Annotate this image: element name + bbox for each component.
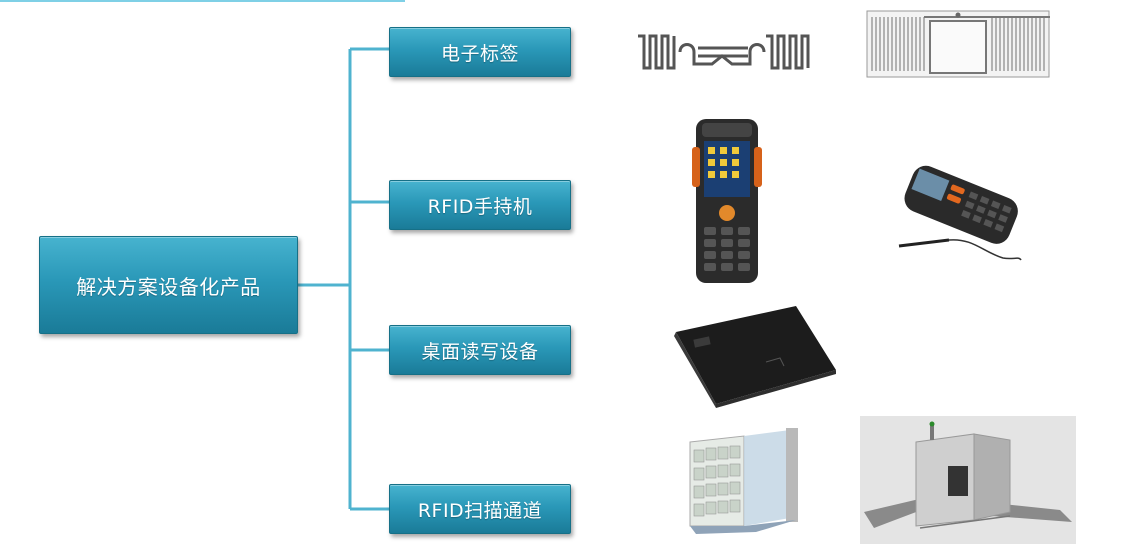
scan-channel-image-2 — [860, 416, 1076, 544]
handheld-device-image-2 — [898, 165, 1022, 261]
branch-node-scan-channel: RFID扫描通道 — [389, 484, 571, 534]
desktop-reader-image — [674, 306, 836, 408]
rfid-tag-image-1 — [638, 34, 810, 70]
branch-node-rfid-tag: 电子标签 — [389, 27, 571, 77]
branch-label: RFID扫描通道 — [417, 499, 543, 522]
scan-channel-image-1 — [689, 428, 798, 534]
handheld-device-image-1 — [692, 119, 762, 283]
branch-node-handheld: RFID手持机 — [389, 180, 571, 230]
branch-label: 电子标签 — [440, 42, 519, 65]
top-accent-line — [0, 0, 405, 2]
branch-label: 桌面读写设备 — [421, 340, 539, 363]
root-node: 解决方案设备化产品 — [39, 236, 298, 334]
branch-node-desktop-reader: 桌面读写设备 — [389, 325, 571, 375]
branch-label: RFID手持机 — [427, 195, 533, 218]
root-label: 解决方案设备化产品 — [76, 274, 261, 299]
rfid-tag-image-2 — [866, 10, 1050, 78]
